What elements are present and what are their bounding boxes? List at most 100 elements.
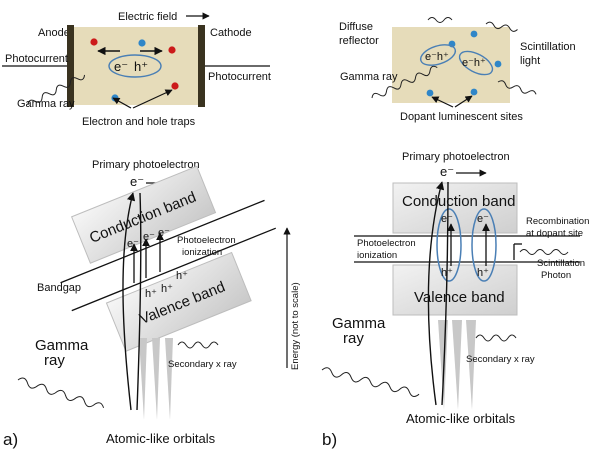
bandgap-label: Bandgap: [37, 282, 81, 294]
orbitals-label: Atomic-like orbitals: [406, 411, 516, 426]
exciton-outline: [471, 208, 497, 282]
panel-b-detector: Diffuse reflector Scintillation light Ga…: [339, 17, 576, 123]
secondary-xray-label: Secondary x ray: [168, 359, 237, 370]
band-electron: e⁻: [143, 231, 155, 243]
secondary-xray-wave: [475, 334, 517, 342]
band-electron: e⁻: [158, 227, 170, 239]
valence-band-block: [392, 264, 518, 316]
panel-a-label: a): [3, 430, 18, 449]
valence-band-block: [105, 251, 252, 352]
trap: [168, 46, 176, 54]
photoelectron-path: [122, 192, 136, 411]
primary-photoelectron-label: Primary photoelectron: [402, 151, 510, 163]
exciton-outline: [436, 208, 462, 282]
scintillation-photon-label: Photon: [541, 270, 571, 281]
pair-electron: e⁻: [114, 59, 128, 74]
band-hole: h⁺: [176, 270, 188, 282]
scintillation-wave: [485, 21, 518, 32]
ionization-label: ionization: [182, 247, 222, 258]
electron-hole-pair-outline: [458, 50, 494, 76]
photoelectron-path: [136, 192, 142, 411]
band-hole: h⁺: [161, 283, 173, 295]
scintillation-wave: [427, 17, 453, 23]
energy-axis-label: Energy (not to scale): [290, 282, 301, 370]
dopant-site: [494, 60, 502, 68]
cathode-electrode: [198, 25, 205, 107]
orbital-wedge: [165, 338, 173, 420]
panel-b-band-diagram: Primary photoelectron e⁻ Conduction band…: [321, 151, 589, 449]
recombination-label: at dopant site: [526, 228, 583, 239]
photoelectron-path: [441, 181, 449, 406]
traps-label: Electron and hole traps: [82, 116, 196, 128]
photoelectron-path: [427, 181, 445, 406]
conduction-band-block: [70, 165, 217, 264]
dopant-pointer: [431, 96, 454, 108]
gamma-label: Gamma: [35, 337, 89, 354]
crystal: [392, 27, 510, 103]
secondary-xray-wave: [177, 341, 219, 349]
gamma-ray-wave: [17, 377, 105, 408]
gamma-label: ray: [44, 352, 65, 369]
secondary-xray-label: Secondary x ray: [466, 354, 535, 365]
ionization-label: Photoelectron: [177, 235, 236, 246]
electron-hole-pair-outline: [108, 54, 162, 78]
energy-axis: Energy (not to scale): [283, 227, 301, 370]
band-hole: h⁺: [477, 267, 489, 279]
orbital-wedge: [466, 320, 476, 410]
panel-b-label: b): [322, 430, 337, 449]
band-electron: e⁻: [441, 213, 453, 225]
electric-field-label: Electric field: [118, 11, 177, 23]
gamma-ray-wave: [371, 65, 438, 99]
electron-hole-pair-outline: [419, 44, 457, 66]
primary-photoelectron-label: Primary photoelectron: [92, 159, 200, 171]
primary-electron-symbol: e⁻: [130, 174, 144, 189]
band-hole: h⁺: [145, 288, 157, 300]
dopant-site: [426, 89, 434, 97]
electron-hole-pair: e⁻h⁺: [425, 51, 449, 63]
electron-hole-pair: e⁻h⁺: [462, 57, 486, 69]
conduction-band-edge: [60, 199, 265, 284]
conduction-band-label: Conduction band: [402, 193, 515, 210]
diffuse-reflector-label: Diffuse: [339, 21, 373, 33]
scintillation-wave: [497, 80, 537, 95]
photocurrent-left-label: Photocurrent: [5, 53, 68, 65]
trap: [171, 82, 179, 90]
ionization-label: Photoelectron: [357, 238, 416, 249]
panel-a-detector: Electric field Anode Cathode Photocurren…: [2, 11, 271, 128]
band-electron: e⁻: [127, 238, 139, 250]
gamma-ray-label: Gamma ray: [17, 98, 75, 110]
orbital-wedge: [152, 338, 160, 420]
valence-band-label: Valence band: [414, 289, 505, 306]
primary-electron-symbol: e⁻: [440, 164, 454, 179]
anode-electrode: [67, 25, 74, 107]
recombination-label: Recombination: [526, 216, 589, 227]
band-electron: e⁻: [477, 213, 489, 225]
conduction-band-block: [392, 182, 518, 234]
gamma-label: ray: [343, 330, 364, 347]
anode-label: Anode: [38, 27, 70, 39]
pair-hole: h⁺: [134, 59, 148, 74]
panel-a-band-diagram: Primary photoelectron e⁻ Conduction band…: [3, 159, 277, 449]
valence-band-edge: [71, 227, 277, 312]
gamma-ray-wave: [321, 367, 420, 397]
orbital-wedge: [452, 320, 462, 410]
trap: [138, 39, 146, 47]
dopant-label: Dopant luminescent sites: [400, 111, 523, 123]
cathode-label: Cathode: [210, 27, 252, 39]
gamma-ray-wave: [27, 74, 86, 106]
dopant-pointer: [454, 95, 473, 108]
photocurrent-right-label: Photocurrent: [208, 71, 271, 83]
scintillation-light-label: Scintillation: [520, 41, 576, 53]
gamma-label: Gamma: [332, 315, 386, 332]
scintillation-photon-label: Scintillation: [537, 258, 585, 269]
scintillation-photon-wave: [519, 249, 569, 255]
trap-pointer: [132, 89, 173, 109]
trap-pointer: [112, 97, 132, 109]
diffuse-reflector-label: reflector: [339, 35, 379, 47]
dopant-site: [470, 30, 478, 38]
dopant-site: [470, 88, 478, 96]
orbitals-label: Atomic-like orbitals: [106, 431, 216, 446]
scintillation-light-label: light: [520, 55, 540, 67]
gamma-ray-label: Gamma ray: [340, 71, 398, 83]
